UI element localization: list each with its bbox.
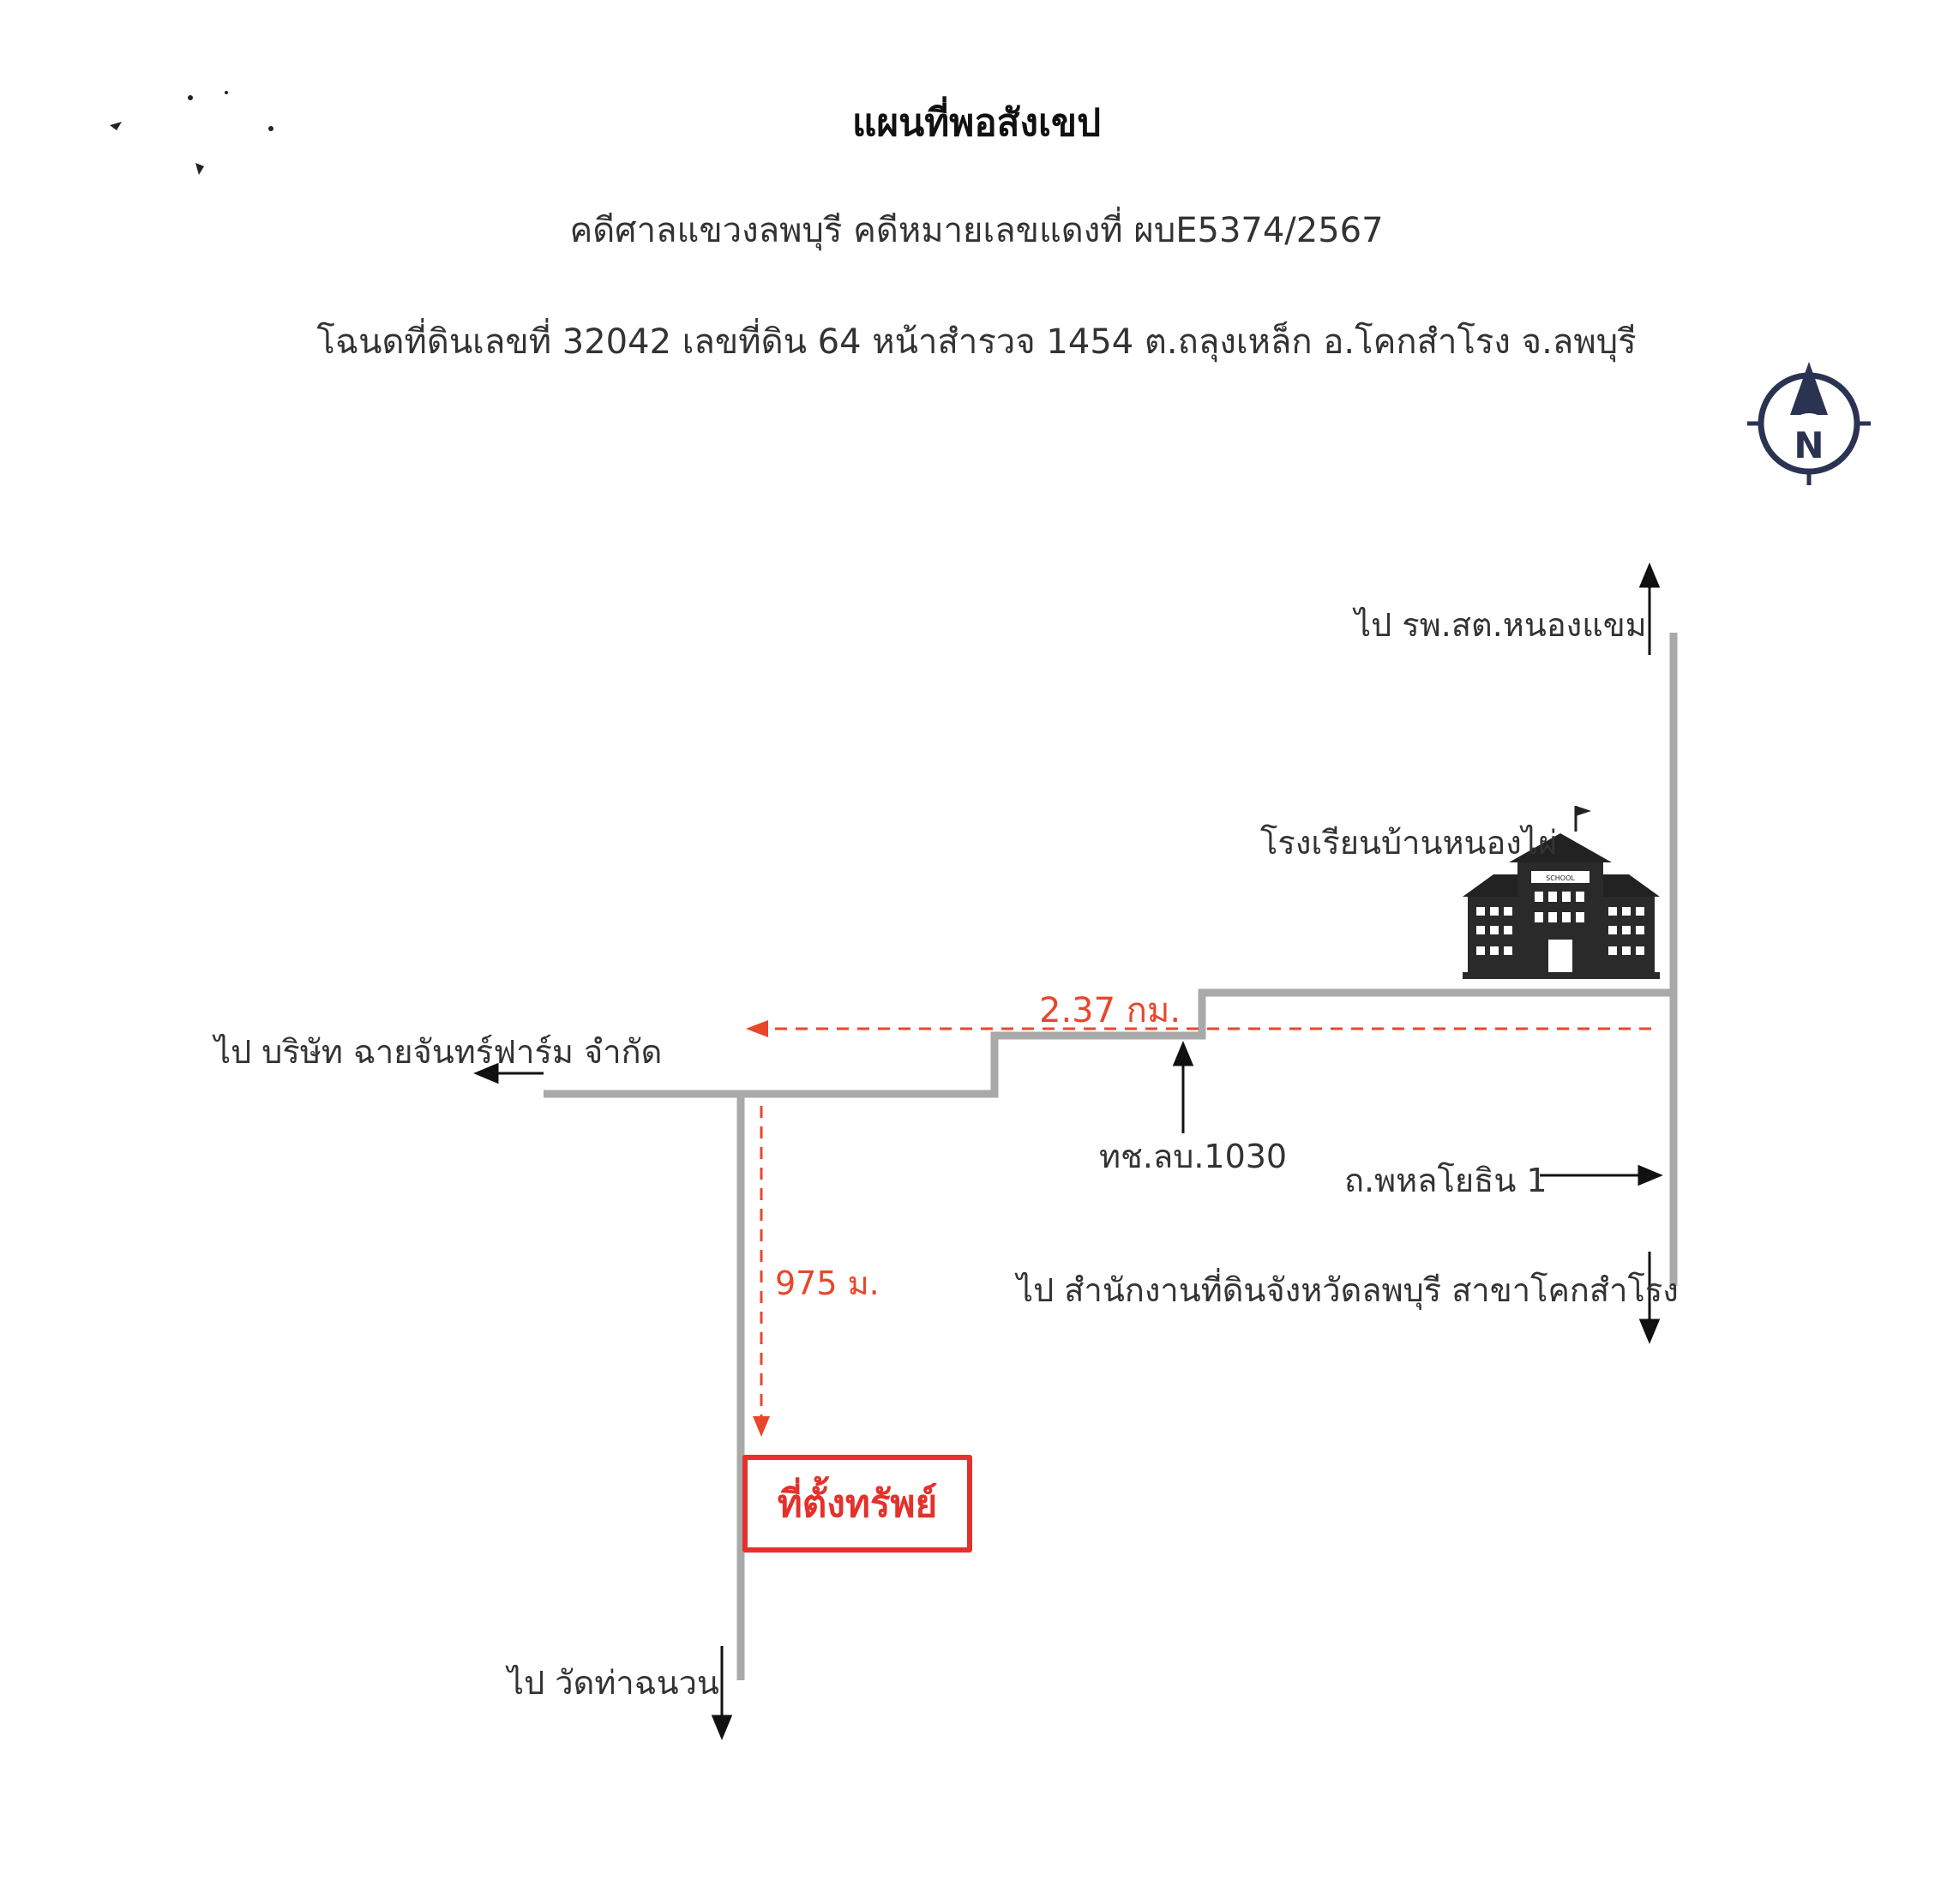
label-distance-east-west: 2.37 กม. (1039, 991, 1181, 1030)
label-to-temple: ไป วัดท่าฉนวน (508, 1664, 719, 1702)
property-location-box: ที่ตั้งทรัพย์ (742, 1455, 972, 1553)
roads (544, 633, 1678, 1680)
scan-specks (110, 91, 273, 175)
label-road-phahonyothin: ถ.พหลโยธิน 1 (1344, 1162, 1547, 1199)
school-building-icon (1463, 806, 1660, 979)
label-school: โรงเรียนบ้านหนองไผ่ (1260, 824, 1558, 862)
property-label: ที่ตั้งทรัพย์ (777, 1482, 938, 1526)
title-deed-line: โฉนดที่ดินเลขที่ 32042 เลขที่ดิน 64 หน้า… (316, 322, 1637, 362)
compass-north-icon (1747, 362, 1871, 485)
label-distance-north-south: 975 ม. (775, 1264, 880, 1302)
label-to-land-office: ไป สำนักงานที่ดินจังหวัดลพบุรี สาขาโคกสำ… (1017, 1271, 1679, 1309)
label-to-health-center: ไป รพ.สต.หนองแขม (1355, 606, 1647, 644)
school-sign: SCHOOL (1546, 874, 1575, 882)
label-to-company: ไป บริษัท ฉายจันทร์ฟาร์ม จำกัด (214, 1033, 663, 1071)
map-title: แผนที่พอสังเขป (851, 101, 1102, 145)
case-number-line: คดีศาลแขวงลพบุรี คดีหมายเลขแดงที่ ผบE537… (569, 211, 1384, 250)
label-road-1030: ทช.ลบ.1030 (1099, 1138, 1288, 1175)
direction-arrows (473, 562, 1663, 1740)
compass-letter: N (1794, 424, 1824, 466)
road-rural-1030 (544, 988, 1674, 1098)
route-lines (760, 1027, 1651, 1416)
route-arrowhead-west (746, 1020, 768, 1037)
route-arrowhead-south (753, 1416, 770, 1437)
